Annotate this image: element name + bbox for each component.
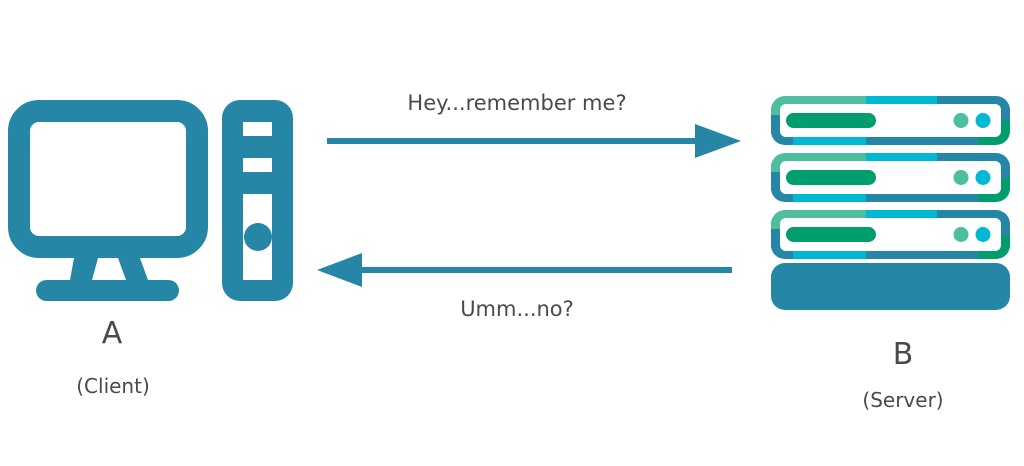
request-message: Hey...remember me? — [407, 91, 627, 115]
response-message: Umm...no? — [460, 297, 574, 321]
client-letter: A — [101, 316, 123, 351]
server-unit-3 — [771, 210, 1010, 259]
tower-icon — [222, 100, 293, 301]
server-rack-icon — [771, 96, 1010, 310]
response-arrow — [317, 253, 732, 287]
monitor-icon — [8, 100, 208, 301]
request-arrow — [327, 124, 741, 158]
client-role: (Client) — [76, 374, 150, 398]
client-computer-icon — [8, 100, 293, 301]
server-unit-2 — [771, 153, 1010, 202]
server-unit-1 — [771, 96, 1010, 145]
server-letter: B — [892, 337, 914, 372]
server-role: (Server) — [862, 388, 944, 412]
server-base — [771, 263, 1010, 310]
